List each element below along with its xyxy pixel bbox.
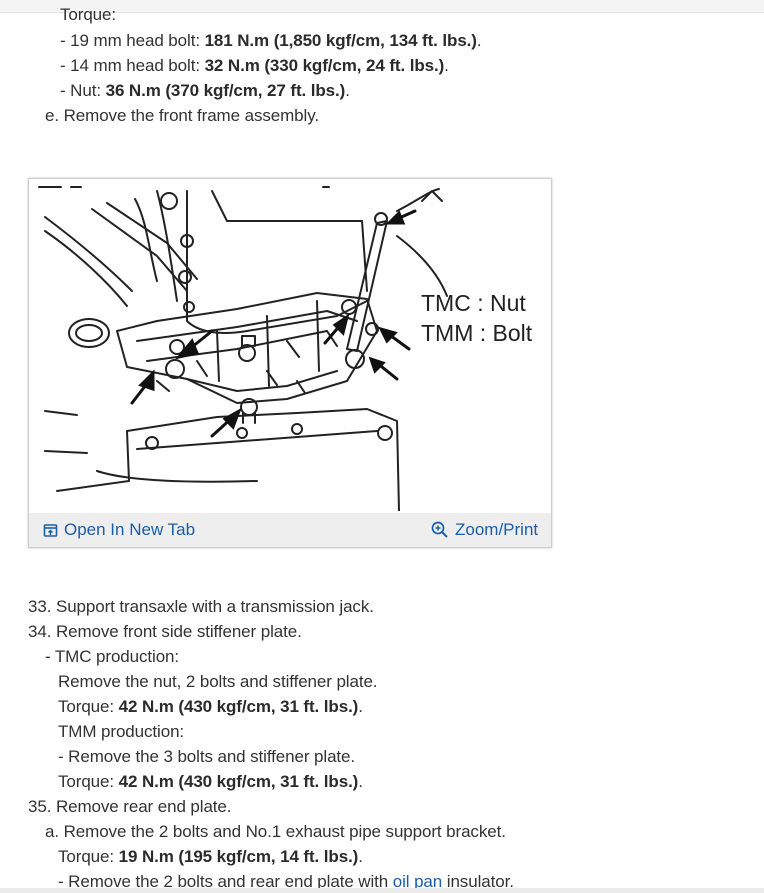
text-line-step-34: 34. Remove front side stiffener plate. [28, 621, 302, 643]
text-segment: Torque: [58, 697, 119, 716]
text-line-remove-rear-end-plate: - Remove the 2 bolts and rear end plate … [58, 871, 514, 893]
text-segment: . [476, 31, 482, 50]
text-line-step-35: 35. Remove rear end plate. [28, 796, 232, 818]
text-segment: 33. Support transaxle with a transmissio… [28, 597, 374, 616]
text-segment: TMM production: [58, 722, 185, 741]
text-line-tmm-production: TMM production: [58, 721, 184, 743]
torque-value: 42 N.m (430 kgf/cm, 31 ft. lbs.) [118, 697, 359, 716]
stiffener-plate-diagram[interactable]: TMC : Nut TMM : Bolt [37, 181, 547, 511]
text-segment: Torque: [58, 847, 119, 866]
bottom-scroll-edge [0, 888, 764, 893]
top-toolbar-strip [0, 0, 764, 13]
diagram-label-tmc: TMC : Nut [421, 290, 526, 316]
text-segment: 35. Remove rear end plate. [28, 797, 232, 816]
torque-value: 36 N.m (370 kgf/cm, 27 ft. lbs.) [105, 81, 346, 100]
text-line-remove-2-bolts-bracket: a. Remove the 2 bolts and No.1 exhaust p… [45, 821, 506, 843]
open-in-new-tab-label: Open In New Tab [64, 520, 196, 539]
text-line-nut-torque: - Nut: 36 N.m (370 kgf/cm, 27 ft. lbs.). [60, 80, 350, 102]
text-segment: . [345, 81, 350, 100]
text-line-19mm-torque: - 19 mm head bolt: 181 N.m (1,850 kgf/cm… [60, 30, 482, 52]
zoom-in-icon [431, 521, 449, 539]
text-segment: insulator. [442, 872, 514, 891]
diagram-figure: TMC : Nut TMM : Bolt Open In New Tab Zoo… [28, 178, 552, 548]
text-segment: a. Remove the 2 bolts and No.1 exhaust p… [45, 822, 506, 841]
torque-value: 181 N.m (1,850 kgf/cm, 134 ft. lbs.) [204, 31, 477, 50]
open-in-new-tab-button[interactable]: Open In New Tab [43, 520, 195, 540]
text-line-torque-42-a: Torque: 42 N.m (430 kgf/cm, 31 ft. lbs.)… [58, 696, 363, 718]
text-segment: . [358, 697, 363, 716]
text-segment: - Nut: [60, 81, 106, 100]
text-segment: Torque: [58, 772, 119, 791]
text-segment: - 14 mm head bolt: [60, 56, 205, 75]
text-segment: - Remove the 3 bolts and stiffener plate… [58, 747, 356, 766]
text-segment: 34. Remove front side stiffener plate. [28, 622, 302, 641]
text-segment: . [444, 56, 449, 75]
torque-value: 19 N.m (195 kgf/cm, 14 ft. lbs.) [118, 847, 359, 866]
text-segment: - 19 mm head bolt: [60, 31, 205, 50]
text-segment: - Remove the 2 bolts and rear end plate … [58, 872, 393, 891]
text-line-torque-19: Torque: 19 N.m (195 kgf/cm, 14 ft. lbs.)… [58, 846, 363, 868]
text-segment: Remove the nut, 2 bolts and stiffener pl… [58, 672, 378, 691]
zoom-print-label: Zoom/Print [455, 520, 539, 539]
text-line-remove-nut-bolts: Remove the nut, 2 bolts and stiffener pl… [58, 671, 378, 693]
text-line-14mm-torque: - 14 mm head bolt: 32 N.m (330 kgf/cm, 2… [60, 55, 449, 77]
text-segment: e. Remove the front frame assembly. [45, 106, 319, 125]
text-segment: Torque: [60, 5, 117, 24]
text-segment: . [358, 847, 363, 866]
torque-value: 42 N.m (430 kgf/cm, 31 ft. lbs.) [118, 772, 359, 791]
zoom-print-button[interactable]: Zoom/Print [431, 520, 538, 540]
text-line-tmc-production: - TMC production: [45, 646, 179, 668]
text-line-remove-3-bolts: - Remove the 3 bolts and stiffener plate… [58, 746, 355, 768]
diagram-label-tmm: TMM : Bolt [421, 320, 533, 346]
text-line-torque-heading: Torque: [60, 4, 116, 26]
oil-pan-link[interactable]: oil pan [392, 872, 443, 891]
text-line-step-33: 33. Support transaxle with a transmissio… [28, 596, 374, 618]
text-line-torque-42-b: Torque: 42 N.m (430 kgf/cm, 31 ft. lbs.)… [58, 771, 363, 793]
text-segment: . [358, 772, 363, 791]
figure-action-bar: Open In New Tab Zoom/Print [29, 513, 551, 547]
open-in-new-tab-icon [43, 523, 58, 538]
text-segment: - TMC production: [45, 647, 180, 666]
torque-value: 32 N.m (330 kgf/cm, 24 ft. lbs.) [204, 56, 445, 75]
text-line-remove-front-frame: e. Remove the front frame assembly. [45, 105, 319, 127]
